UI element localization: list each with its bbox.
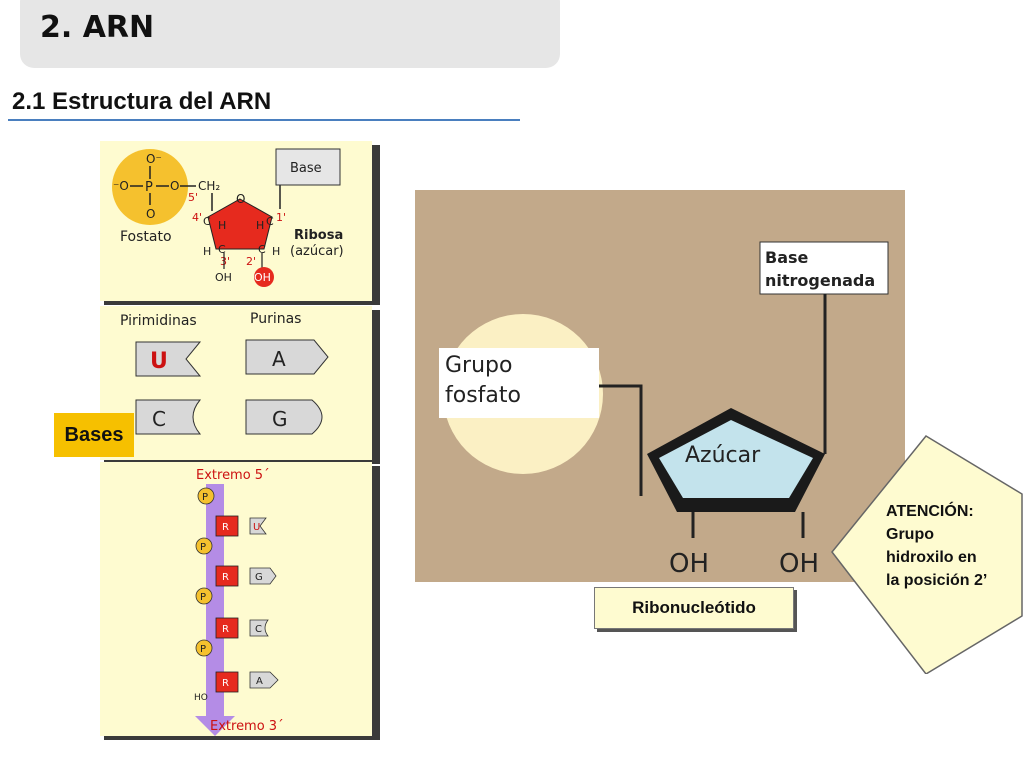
- svg-text:R: R: [222, 572, 229, 583]
- svg-text:R: R: [222, 678, 229, 689]
- carbon-3-label: 3': [220, 255, 230, 268]
- oh-2: OH: [254, 271, 271, 284]
- sugar-pentagon: [659, 420, 813, 498]
- nucleotide-photo-diagram: Grupo fosfato Base nitrogenada Azúcar OH…: [415, 190, 905, 582]
- phosphate-o-bottom: O: [146, 207, 155, 221]
- c-4: C: [203, 215, 211, 228]
- rna-strand-diagram: Extremo 5´ P R U P R G P R C: [194, 468, 284, 736]
- svg-text:U: U: [253, 522, 260, 533]
- carbon-2-label: 2': [246, 255, 256, 268]
- subtitle-underline: [8, 119, 520, 121]
- ribonucleotide-diagram: Grupo fosfato Base nitrogenada Azúcar OH…: [415, 190, 905, 582]
- carbon-1-label: 1': [276, 211, 286, 224]
- oh-2-highlight: [254, 267, 274, 287]
- attention-callout-arrow: [831, 435, 1023, 674]
- nucleotide-2: P R G: [195, 537, 277, 587]
- h-3: H: [203, 245, 211, 258]
- oh-left: OH: [669, 549, 709, 579]
- svg-text:G: G: [255, 572, 263, 583]
- base-u-shape: [135, 341, 202, 377]
- callout-line3: hidroxilo en: [886, 549, 977, 566]
- phosphate-circle: [112, 149, 188, 225]
- phosphate-o-right: O: [170, 179, 179, 193]
- base-a-shape: [245, 339, 329, 375]
- carbon-5-label: 5': [188, 191, 198, 204]
- base-nitrogenada-box: [759, 241, 889, 295]
- base-g: G: [272, 407, 288, 431]
- bases-diagram: Pirimidinas Purinas U A C G: [120, 311, 329, 435]
- base-box-label: Base: [290, 161, 322, 176]
- svg-text:A: A: [256, 676, 263, 687]
- phosphate-p: P: [145, 180, 153, 195]
- ribosa-label: Ribosa: [294, 228, 343, 243]
- base-c: C: [152, 407, 166, 431]
- ribonucleotide-structure-panel: O⁻ ⁻O P O CH₂ O Fostato O 5' 4' 1' 3' 2'…: [100, 141, 372, 301]
- phosphate-label: Fostato: [120, 229, 172, 245]
- ribose-pentagon: [207, 198, 273, 250]
- base-u: U: [150, 349, 168, 374]
- slide-subtitle: 2.1 Estructura del ARN: [12, 88, 272, 115]
- phosphate-label-box: [439, 348, 599, 418]
- pirimidinas-label: Pirimidinas: [120, 313, 197, 329]
- ho-label: HO: [194, 693, 208, 703]
- ribose-ring-o: O: [236, 192, 245, 206]
- svg-text:C: C: [255, 624, 262, 635]
- ribonucleotide-structure-diagram: O⁻ ⁻O P O CH₂ O Fostato O 5' 4' 1' 3' 2'…: [112, 148, 344, 287]
- callout-line4: la posición 2’: [886, 572, 988, 589]
- c-1: C: [266, 215, 274, 228]
- svg-text:P: P: [200, 644, 206, 655]
- base-g-shape: [245, 399, 323, 435]
- bases-panel: Pirimidinas Purinas U A C G: [100, 306, 372, 460]
- svg-text:P: P: [200, 592, 206, 603]
- h-1: H: [256, 219, 264, 232]
- base-a: A: [272, 347, 286, 371]
- nucleotide-3: P R C: [195, 587, 269, 639]
- phosphate-o-left: ⁻O: [113, 179, 129, 193]
- oh-3: OH: [215, 271, 232, 284]
- bases-tag: Bases: [54, 413, 134, 457]
- extremo-5-label: Extremo 5´: [196, 468, 270, 483]
- azucar-label: Azúcar: [685, 443, 761, 468]
- c-2: C: [258, 243, 266, 256]
- svg-text:R: R: [222, 624, 229, 635]
- svg-text:P: P: [202, 492, 208, 503]
- grupo-fosfato-line2: fosfato: [445, 383, 521, 408]
- callout-line2: Grupo: [886, 526, 934, 543]
- grupo-fosfato-line1: Grupo: [445, 353, 512, 378]
- ribonucleotide-caption: Ribonucleótido: [594, 587, 794, 629]
- base-box: [275, 148, 341, 186]
- rna-strand-panel: Extremo 5´ P R U P R G P R C: [100, 462, 372, 736]
- callout-line1: ATENCIÓN:: [886, 503, 974, 520]
- c-3: C: [218, 243, 226, 256]
- svg-text:R: R: [222, 522, 229, 533]
- nucleotide-1: P R U: [197, 487, 267, 537]
- phosphate-o-top: O⁻: [146, 152, 162, 166]
- base-c-shape: [135, 399, 202, 435]
- title-bar: [20, 0, 560, 68]
- ch2-label: CH₂: [198, 179, 220, 193]
- strand-arrow: [195, 484, 235, 736]
- h-2: H: [272, 245, 280, 258]
- base-nitrogenada-line1: Base: [765, 248, 809, 267]
- attention-callout-text: ATENCIÓN: Grupo hidroxilo en la posición…: [886, 500, 1018, 592]
- base-nitrogenada-line2: nitrogenada: [765, 271, 875, 290]
- azucar-label: (azúcar): [290, 244, 344, 259]
- nucleotide-4: P R A: [195, 639, 279, 693]
- carbon-4-label: 4': [192, 211, 202, 224]
- slide-title: 2. ARN: [40, 10, 155, 45]
- svg-text:P: P: [200, 542, 206, 553]
- purinas-label: Purinas: [250, 311, 301, 327]
- oh-right: OH: [779, 549, 819, 579]
- extremo-3-label: Extremo 3´: [210, 719, 284, 734]
- h-4: H: [218, 219, 226, 232]
